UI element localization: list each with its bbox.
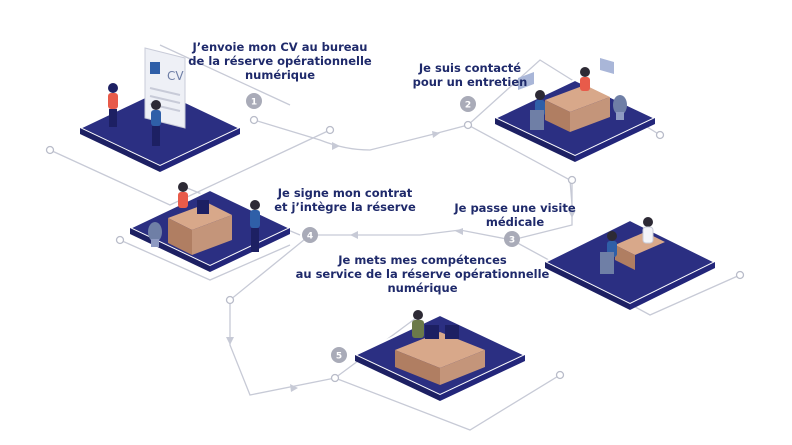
plant-icon <box>148 222 162 247</box>
platform-step-5 <box>352 310 528 401</box>
speech-bubble-icon <box>518 58 614 90</box>
arrow-heads <box>226 131 576 392</box>
person-icon <box>530 90 545 130</box>
step-title-2: Je suis contacté pour un entretien <box>412 61 528 89</box>
step-title-4: Je signe mon contrat et j’intègre la rés… <box>274 186 416 214</box>
arrow-icon <box>455 228 463 235</box>
arrow-icon <box>332 142 340 150</box>
arrow-icon <box>290 384 298 392</box>
arrow-icon <box>350 231 358 239</box>
cv-label: CV <box>167 69 184 83</box>
soldier-icon <box>412 310 424 338</box>
platform-step-4 <box>127 182 293 272</box>
person-icon <box>108 83 118 127</box>
step-number: 2 <box>465 101 471 111</box>
person-icon <box>600 231 617 274</box>
path-3-to-4 <box>310 229 513 241</box>
step-number: 4 <box>307 232 313 242</box>
person-icon <box>151 100 161 146</box>
person-icon <box>178 182 188 208</box>
person-icon <box>580 67 590 91</box>
desk-icon <box>168 200 232 255</box>
step-number: 1 <box>251 98 257 108</box>
arrow-icon <box>432 131 440 138</box>
step-badge-4: 4 <box>302 227 318 243</box>
step-badge-3: 3 <box>504 231 520 247</box>
path-outer-1 <box>49 129 331 206</box>
step-title-1: J’envoie mon CV au bureau de la réserve … <box>188 40 372 82</box>
desk-icon <box>545 85 610 132</box>
platform-step-1: CV <box>77 47 243 172</box>
plant-icon <box>613 95 627 120</box>
person-icon <box>642 217 654 244</box>
step-title-5: Je mets mes compétences au service de la… <box>295 253 550 295</box>
step-number: 5 <box>336 352 342 362</box>
step-badge-1: 1 <box>246 93 262 109</box>
path-2-to-3 <box>511 180 573 241</box>
step-badge-2: 2 <box>460 96 476 112</box>
step-title-3: Je passe une visite médicale <box>454 201 576 229</box>
path-outer-2 <box>159 44 291 106</box>
desk-icon <box>395 325 485 385</box>
platform-step-2 <box>492 58 658 162</box>
step-badge-5: 5 <box>331 347 347 363</box>
person-icon <box>250 200 260 252</box>
platform-step-3 <box>542 217 718 310</box>
path-outer-6 <box>119 239 291 281</box>
path-1-to-2 <box>253 119 469 151</box>
path-outer-8 <box>334 374 561 431</box>
arrow-icon <box>226 337 234 345</box>
step-number: 3 <box>509 236 515 246</box>
arrow-icon <box>568 210 576 218</box>
